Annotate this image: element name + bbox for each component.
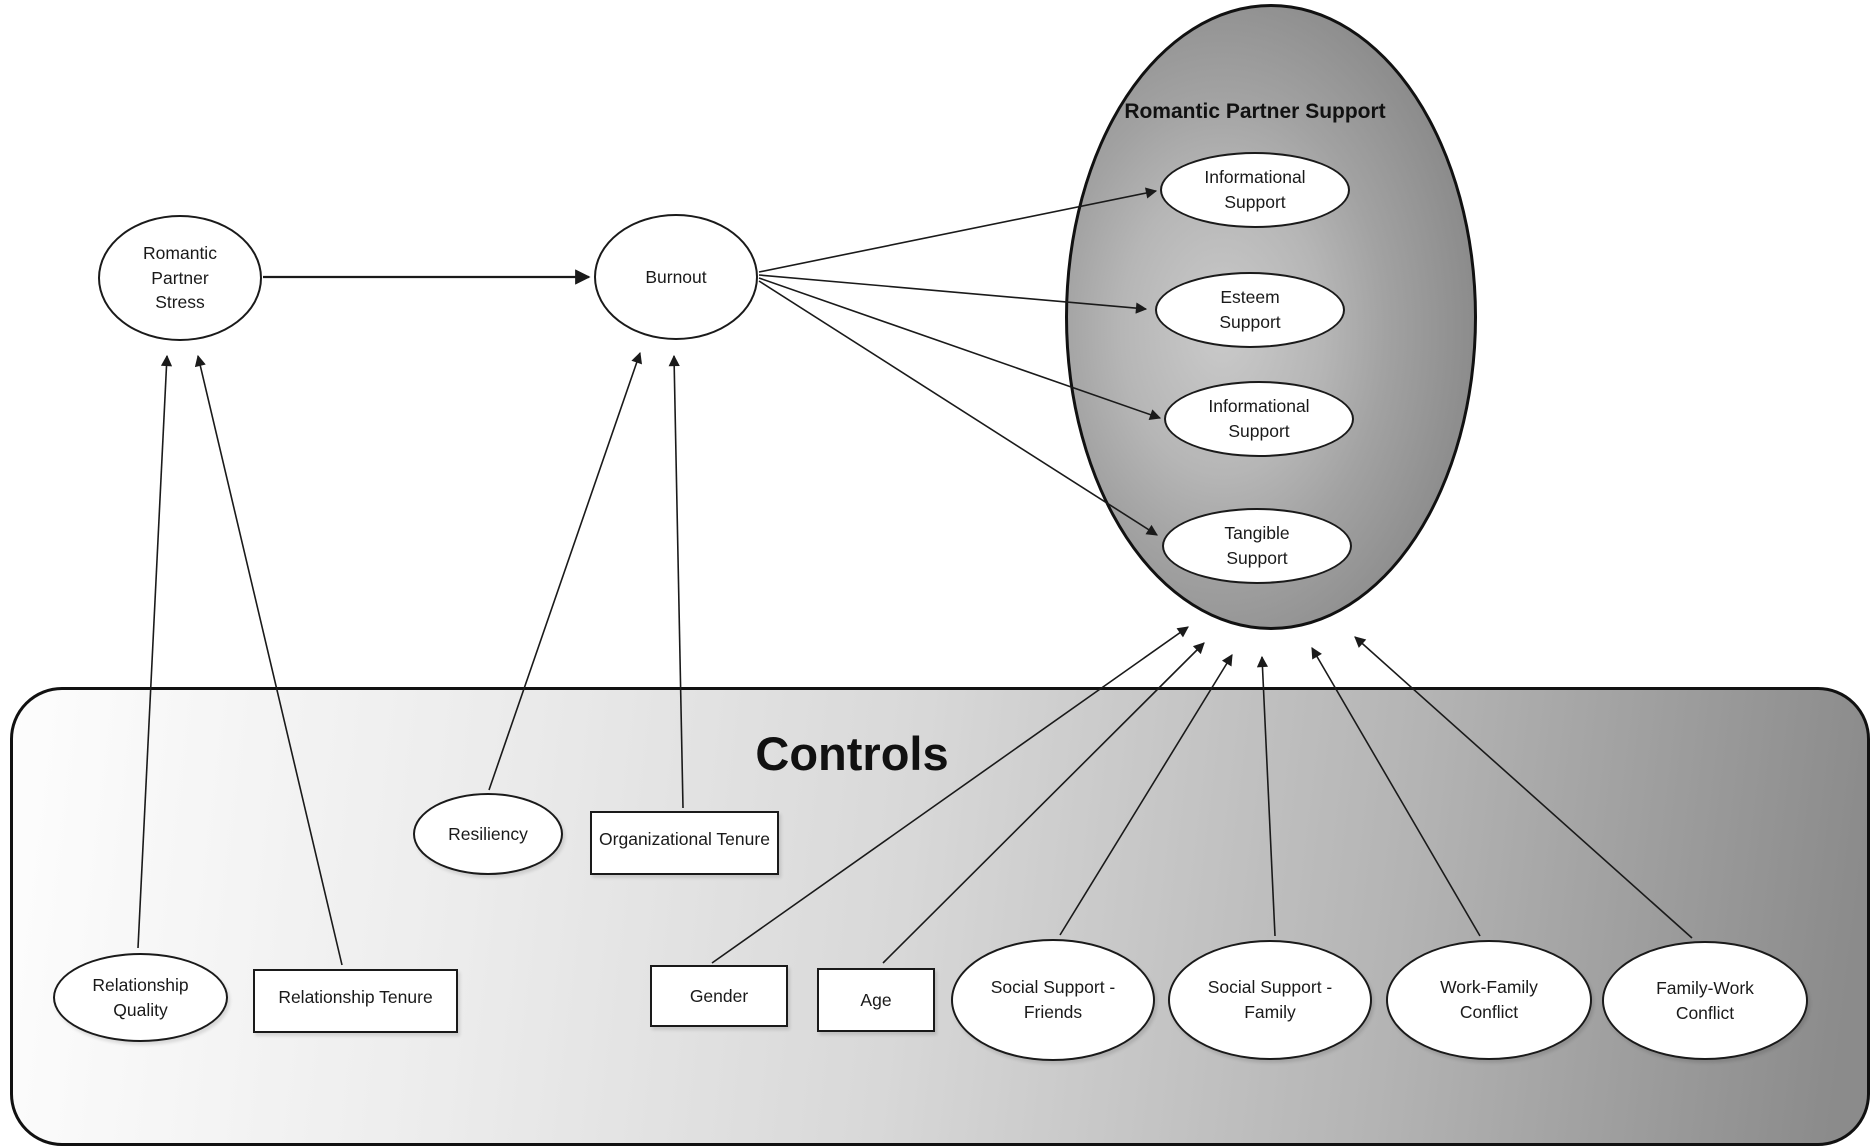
node-age: Age xyxy=(817,968,935,1032)
node-resiliency: Resiliency xyxy=(413,793,563,875)
node-burnout: Burnout xyxy=(594,214,758,340)
node-family-work-conflict: Family-Work Conflict xyxy=(1602,941,1808,1060)
node-social-support-friends: Social Support - Friends xyxy=(951,939,1155,1061)
support-group-title: Romantic Partner Support xyxy=(1124,100,1386,123)
node-romantic-partner-stress: Romantic Partner Stress xyxy=(98,215,262,341)
node-social-support-family: Social Support - Family xyxy=(1168,940,1372,1060)
node-relationship-quality: Relationship Quality xyxy=(53,953,228,1042)
node-informational-support-2: Informational Support xyxy=(1164,381,1354,457)
node-relationship-tenure: Relationship Tenure xyxy=(253,969,458,1033)
node-work-family-conflict: Work-Family Conflict xyxy=(1386,940,1592,1060)
node-informational-support-1: Informational Support xyxy=(1160,152,1350,228)
node-organizational-tenure: Organizational Tenure xyxy=(590,811,779,875)
controls-group-title: Controls xyxy=(755,727,949,780)
node-gender: Gender xyxy=(650,965,788,1027)
node-esteem-support: Esteem Support xyxy=(1155,272,1345,348)
node-tangible-support: Tangible Support xyxy=(1162,508,1352,584)
